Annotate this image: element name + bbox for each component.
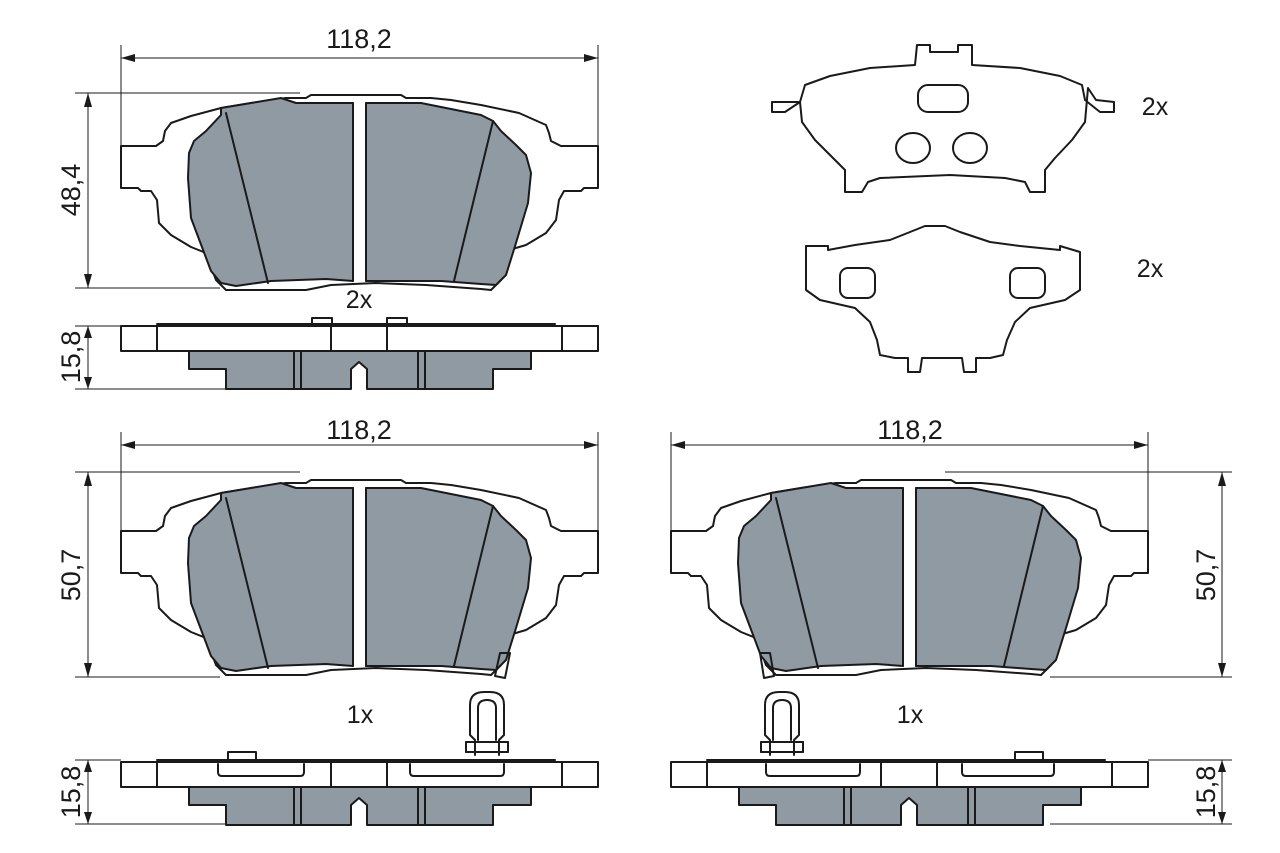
left-pad-width-dimension: 118,2 <box>120 415 599 545</box>
right-pad-quantity: 1x <box>897 701 924 729</box>
top-pad-thickness-label: 15,8 <box>56 331 86 384</box>
top-pad-height-dimension: 48,4 <box>56 92 300 289</box>
right-pad-height-label: 50,7 <box>1191 549 1221 602</box>
right-pad-front-view <box>670 479 1149 679</box>
shim-lower-quantity: 2x <box>1137 255 1164 283</box>
left-pad-width-label: 118,2 <box>326 415 392 445</box>
right-pad-width-dimension: 118,2 <box>670 415 1149 545</box>
left-pad-thickness-label: 15,8 <box>56 766 86 819</box>
top-pad-width-dimension: 118,2 <box>120 24 599 160</box>
shim-upper-quantity: 2x <box>1142 93 1169 121</box>
left-wear-sensor-clip <box>465 691 509 756</box>
right-wear-sensor-clip <box>760 691 804 756</box>
right-pad-height-dimension: 50,7 <box>945 471 1232 678</box>
left-pad-quantity: 1x <box>347 701 374 729</box>
top-pad-side-view <box>120 317 599 390</box>
right-pad-width-label: 118,2 <box>877 415 943 445</box>
right-pad-thickness-dimension: 15,8 <box>1050 759 1232 825</box>
shim-upper <box>771 44 1115 193</box>
right-pad-side-view <box>670 751 1149 826</box>
top-pad-front-view <box>120 94 599 291</box>
top-pad-quantity: 2x <box>346 286 373 314</box>
top-pad-thickness-dimension: 15,8 <box>56 325 226 390</box>
left-pad-height-dimension: 50,7 <box>56 471 300 678</box>
right-pad-thickness-label: 15,8 <box>1191 766 1221 819</box>
left-pad-height-label: 50,7 <box>56 549 86 602</box>
left-pad-thickness-dimension: 15,8 <box>56 759 226 825</box>
left-pad-front-view <box>120 479 599 679</box>
top-pad-height-label: 48,4 <box>56 164 86 217</box>
top-pad-width-label: 118,2 <box>326 24 392 54</box>
left-pad-side-view <box>120 751 599 826</box>
shim-lower <box>805 225 1081 373</box>
